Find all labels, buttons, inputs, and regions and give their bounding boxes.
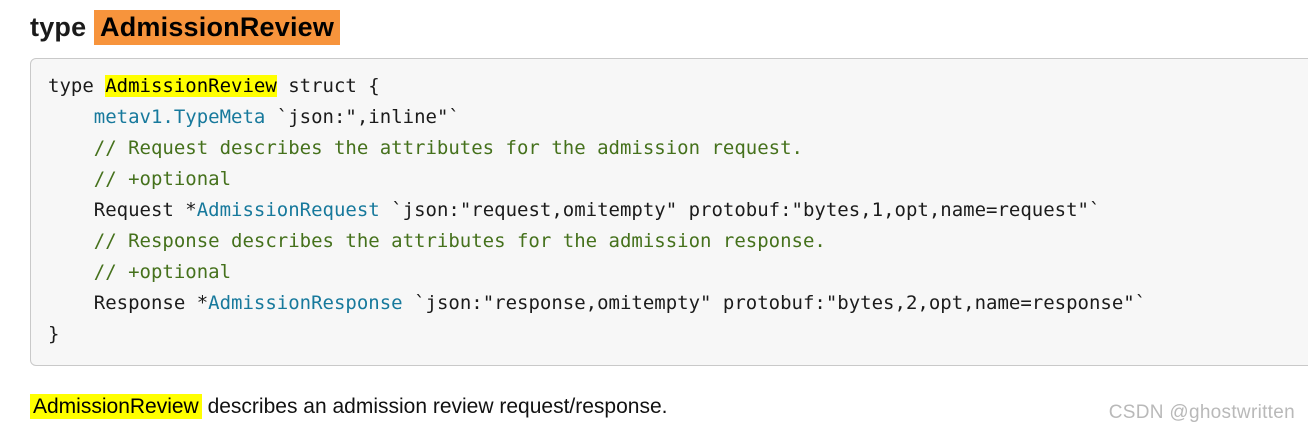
code-comment: // Request describes the attributes for …: [48, 137, 803, 159]
code-text: `json:"request,omitempty" protobuf:"byte…: [379, 199, 1101, 221]
code-comment: // +optional: [48, 261, 232, 283]
typemeta-link[interactable]: metav1.TypeMeta: [93, 106, 266, 128]
code-line: // Request describes the attributes for …: [48, 133, 1308, 164]
admission-request-link[interactable]: AdmissionRequest: [196, 199, 380, 221]
code-text: Response *: [48, 292, 209, 314]
watermark: CSDN @ghostwritten: [1108, 402, 1295, 423]
code-block-pre: type AdmissionReview struct { metav1.Typ…: [48, 71, 1308, 350]
code-text: }: [48, 323, 60, 345]
code-line: type AdmissionReview struct {: [48, 71, 1308, 102]
page-title-prefix: type: [30, 12, 95, 42]
page-title-highlight: AdmissionReview: [94, 10, 341, 45]
code-line: metav1.TypeMeta `json:",inline"`: [48, 102, 1308, 133]
description-highlight: AdmissionReview: [30, 394, 202, 419]
code-block: type AdmissionReview struct { metav1.Typ…: [30, 58, 1308, 366]
search-highlight: AdmissionReview: [105, 75, 277, 97]
code-comment: // Response describes the attributes for…: [48, 230, 826, 252]
code-line: // +optional: [48, 164, 1308, 195]
admission-response-link[interactable]: AdmissionResponse: [208, 292, 403, 314]
code-text: `json:",inline"`: [265, 106, 460, 128]
code-line: // +optional: [48, 257, 1308, 288]
description: AdmissionReview describes an admission r…: [0, 366, 1308, 421]
code-line: Request *AdmissionRequest `json:"request…: [48, 195, 1308, 226]
page-title: type AdmissionReview: [0, 0, 1308, 45]
code-line: Response *AdmissionResponse `json:"respo…: [48, 288, 1308, 319]
code-line: // Response describes the attributes for…: [48, 226, 1308, 257]
code-text: [48, 106, 94, 128]
code-text: struct {: [276, 75, 380, 97]
code-text: Request *: [48, 199, 197, 221]
code-line: }: [48, 319, 1308, 350]
code-text: `json:"response,omitempty" protobuf:"byt…: [402, 292, 1147, 314]
code-text: type: [48, 75, 106, 97]
code-comment: // +optional: [48, 168, 232, 190]
description-text: describes an admission review request/re…: [201, 395, 668, 418]
